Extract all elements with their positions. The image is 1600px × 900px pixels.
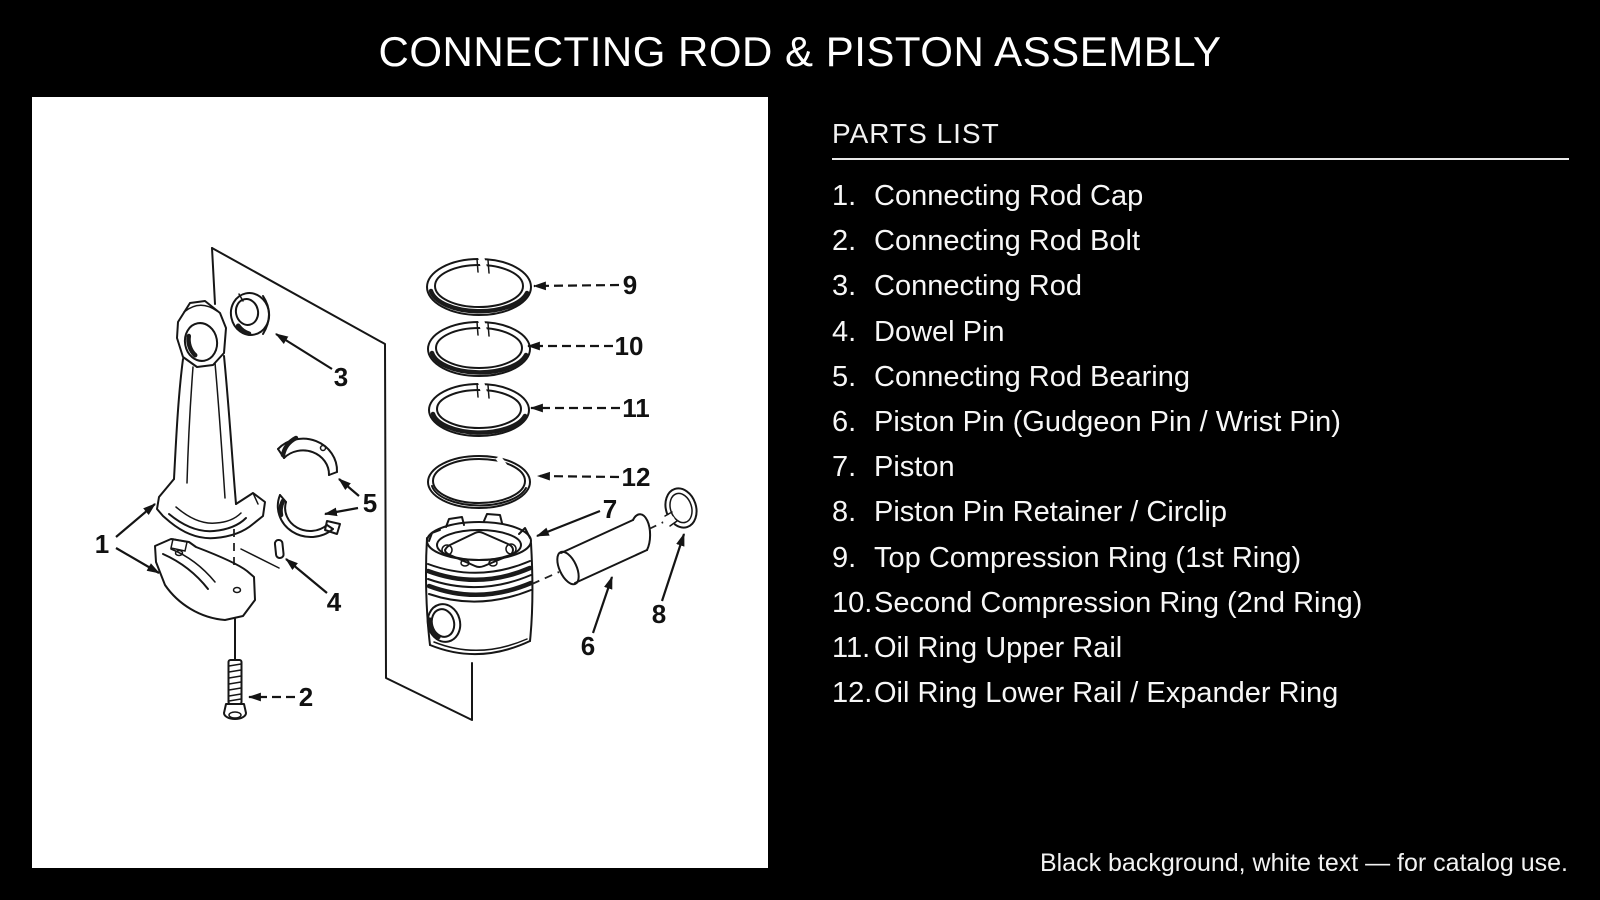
item-label: Connecting Rod Cap — [874, 180, 1144, 213]
leader-6 — [591, 575, 614, 634]
item-number: 4. — [832, 315, 857, 348]
parts-list-item: 1. Connecting Rod Cap — [832, 174, 1572, 219]
parts-list-divider — [832, 158, 1569, 160]
leader-1b — [115, 547, 160, 574]
callout-8: 8 — [652, 599, 666, 629]
item-label: Piston Pin Retainer / Circlip — [874, 496, 1227, 529]
parts-list-item: 4. Dowel Pin — [832, 310, 1572, 355]
leader-9 — [532, 281, 620, 291]
parts-list-item: 9. Top Compression Ring (1st Ring) — [832, 536, 1572, 581]
rod-cap — [154, 538, 256, 621]
item-label: Connecting Rod — [874, 270, 1082, 303]
item-number: 10. — [832, 586, 873, 619]
figure-panel: 1 2 3 4 5 6 7 8 9 10 11 12 — [32, 97, 768, 868]
leader-1a — [115, 503, 156, 538]
item-number: 5. — [832, 360, 857, 393]
item-label: Piston — [874, 451, 955, 484]
page-title: CONNECTING ROD & PISTON ASSEMBLY — [378, 28, 1222, 75]
item-label: Second Compression Ring (2nd Ring) — [874, 586, 1363, 619]
parts-list-item: 11.Oil Ring Upper Rail — [832, 626, 1572, 671]
footer-note: Black background, white text — for catal… — [1039, 849, 1568, 877]
item-label: Connecting Rod Bearing — [874, 360, 1190, 393]
callout-11: 11 — [622, 393, 650, 423]
parts-list-item: 10.Second Compression Ring (2nd Ring) — [832, 581, 1572, 626]
item-number: 1. — [832, 180, 857, 213]
item-label: Dowel Pin — [874, 315, 1005, 348]
oil-ring-upper-rail — [428, 381, 530, 437]
item-label: Top Compression Ring (1st Ring) — [874, 541, 1302, 574]
callout-12: 12 — [622, 462, 651, 492]
leader-12 — [536, 471, 620, 481]
top-compression-ring — [426, 256, 532, 316]
piston-rings — [426, 256, 532, 509]
callout-1: 1 — [95, 529, 109, 559]
parts-list-item: 2. Connecting Rod Bolt — [832, 219, 1572, 264]
item-number: 3. — [832, 270, 857, 303]
parts-list-item: 7. Piston — [832, 445, 1572, 490]
parts-list-item: 5. Connecting Rod Bearing — [832, 355, 1572, 400]
item-label: Oil Ring Upper Rail — [874, 631, 1123, 664]
item-label: Piston Pin (Gudgeon Pin / Wrist Pin) — [874, 406, 1341, 439]
callout-4: 4 — [327, 587, 342, 617]
item-label: Oil Ring Lower Rail / Expander Ring — [874, 677, 1339, 710]
rod-bolt — [223, 618, 247, 720]
leader-8 — [660, 532, 686, 602]
callout-6: 6 — [581, 631, 595, 661]
item-number: 2. — [832, 225, 857, 258]
exploded-view-diagram: 1 2 3 4 5 6 7 8 9 10 11 12 — [95, 247, 698, 721]
callout-7: 7 — [603, 494, 617, 524]
parts-list-heading: PARTS LIST — [832, 118, 1000, 149]
item-number: 11. — [832, 631, 871, 664]
circlip — [663, 487, 698, 529]
item-label: Connecting Rod Bolt — [874, 225, 1140, 258]
item-number: 7. — [832, 451, 857, 484]
item-number: 6. — [832, 406, 857, 439]
parts-list-item: 3. Connecting Rod — [832, 264, 1572, 309]
bushing — [229, 292, 271, 336]
parts-list: 1. Connecting Rod Cap 2. Connecting Rod Bo… — [832, 174, 1572, 716]
second-compression-ring — [427, 319, 531, 377]
leader-3 — [275, 333, 333, 370]
callout-9: 9 — [623, 270, 637, 300]
exploded-plane-outline — [211, 247, 473, 721]
callout-10: 10 — [615, 331, 644, 361]
dowel-pin — [240, 538, 285, 569]
connecting-rod — [156, 300, 266, 565]
piston-pin — [531, 513, 673, 586]
parts-list-item: 12.Oil Ring Lower Rail / Expander Ring — [832, 671, 1572, 716]
callout-5: 5 — [363, 488, 377, 518]
callout-numbers: 1 2 3 4 5 6 7 8 9 10 11 12 — [95, 270, 666, 712]
leader-lines — [115, 281, 686, 702]
item-number: 12. — [832, 677, 873, 710]
callout-2: 2 — [299, 682, 313, 712]
parts-list-item: 6. Piston Pin (Gudgeon Pin / Wrist Pin) — [832, 400, 1572, 445]
leader-7 — [535, 509, 601, 538]
piston — [425, 513, 534, 656]
leader-4 — [285, 558, 328, 594]
leader-5a — [338, 478, 360, 497]
oil-ring-lower-rail — [427, 455, 531, 509]
parts-list-item: 8. Piston Pin Retainer / Circlip — [832, 490, 1572, 535]
item-number: 8. — [832, 496, 857, 529]
leader-5b — [323, 506, 359, 517]
item-number: 9. — [832, 541, 857, 574]
bearing-shells — [276, 435, 341, 539]
callout-3: 3 — [334, 362, 348, 392]
